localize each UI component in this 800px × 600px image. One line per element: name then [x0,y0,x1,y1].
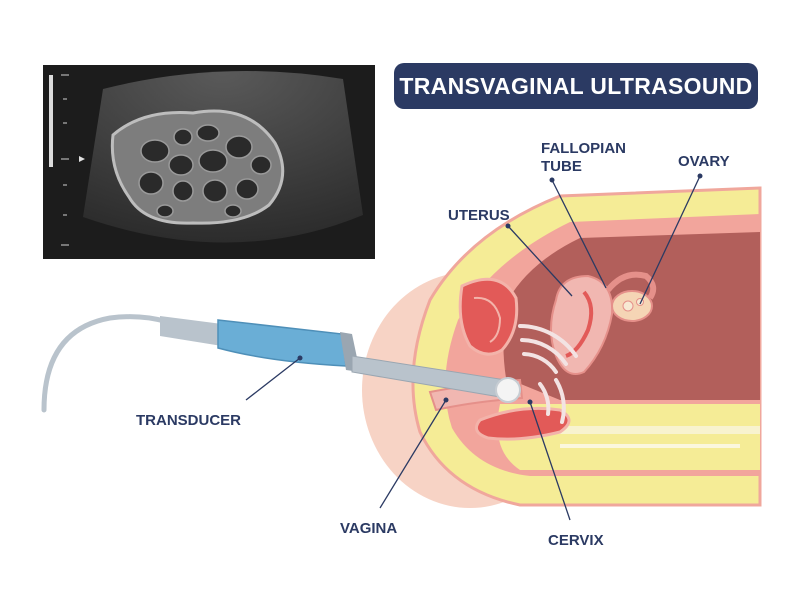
label-uterus: UTERUS [448,207,510,224]
rectum [474,406,571,441]
label-fallopian-line2: TUBE [541,158,582,175]
label-fallopian-line1: FALLOPIAN [541,140,626,157]
ultrasound-scan-image [43,65,375,259]
fallopian-tube-shape [605,271,657,300]
bladder [458,277,519,356]
sound-wave-arcs [518,324,578,424]
leader-lines [245,175,701,521]
transducer-probe [160,316,521,403]
leader-dots [297,173,703,405]
label-ovary: OVARY [678,153,730,170]
label-cervix: CERVIX [548,532,604,549]
label-fallopian-tube: FALLOPIAN TUBE [541,140,626,176]
diagram-title: TRANSVAGINAL ULTRASOUND [394,63,758,109]
transducer-cable [41,314,171,413]
label-transducer: TRANSDUCER [136,412,241,429]
label-vagina: VAGINA [340,520,398,537]
